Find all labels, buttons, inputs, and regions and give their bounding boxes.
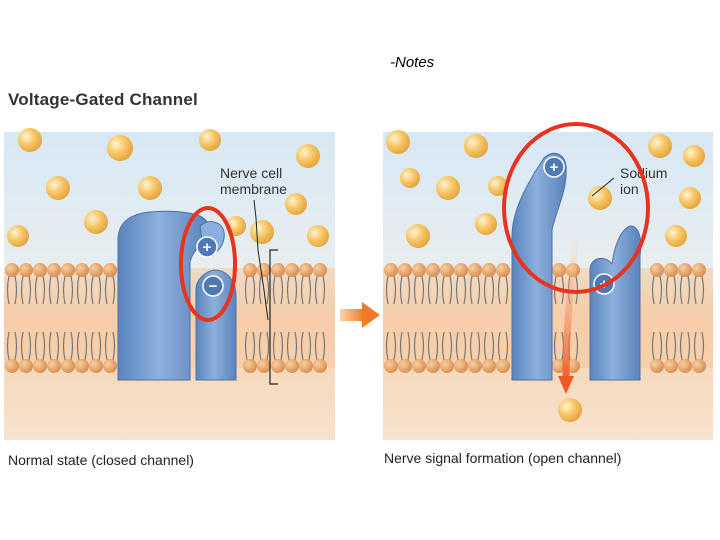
right-highlight-ellipse xyxy=(502,122,650,294)
ion-flow-arrow xyxy=(562,221,582,381)
membrane-label-line1: Nerve cell xyxy=(220,165,282,181)
membrane-bracket xyxy=(269,249,278,385)
svg-text:−: − xyxy=(209,278,218,295)
sodium-pointer-line xyxy=(591,177,615,197)
closed-channel-protein xyxy=(117,210,237,381)
passed-sodium-ion xyxy=(558,398,582,422)
sodium-label-line2: ion xyxy=(620,181,639,197)
svg-text:+: + xyxy=(550,159,559,176)
left-minus-charge: − xyxy=(202,275,224,297)
transition-arrow xyxy=(340,302,380,328)
left-sodium-ions xyxy=(7,128,329,247)
svg-text:+: + xyxy=(203,239,212,256)
caption-open-channel: Nerve signal formation (open channel) xyxy=(384,450,622,466)
right-plus-charge-top: + xyxy=(543,156,565,178)
ion-flow-arrowhead xyxy=(558,376,574,394)
caption-closed-channel: Normal state (closed channel) xyxy=(8,452,194,468)
diagram-title: Voltage-Gated Channel xyxy=(8,90,198,109)
left-highlight-ellipse xyxy=(179,206,237,322)
right-sodium-ions xyxy=(386,130,705,248)
left-plus-charge: + xyxy=(196,236,218,258)
notes-heading: -Notes xyxy=(390,54,435,71)
membrane-label-line2: membrane xyxy=(220,181,287,197)
membrane-pointer-line xyxy=(253,199,269,321)
